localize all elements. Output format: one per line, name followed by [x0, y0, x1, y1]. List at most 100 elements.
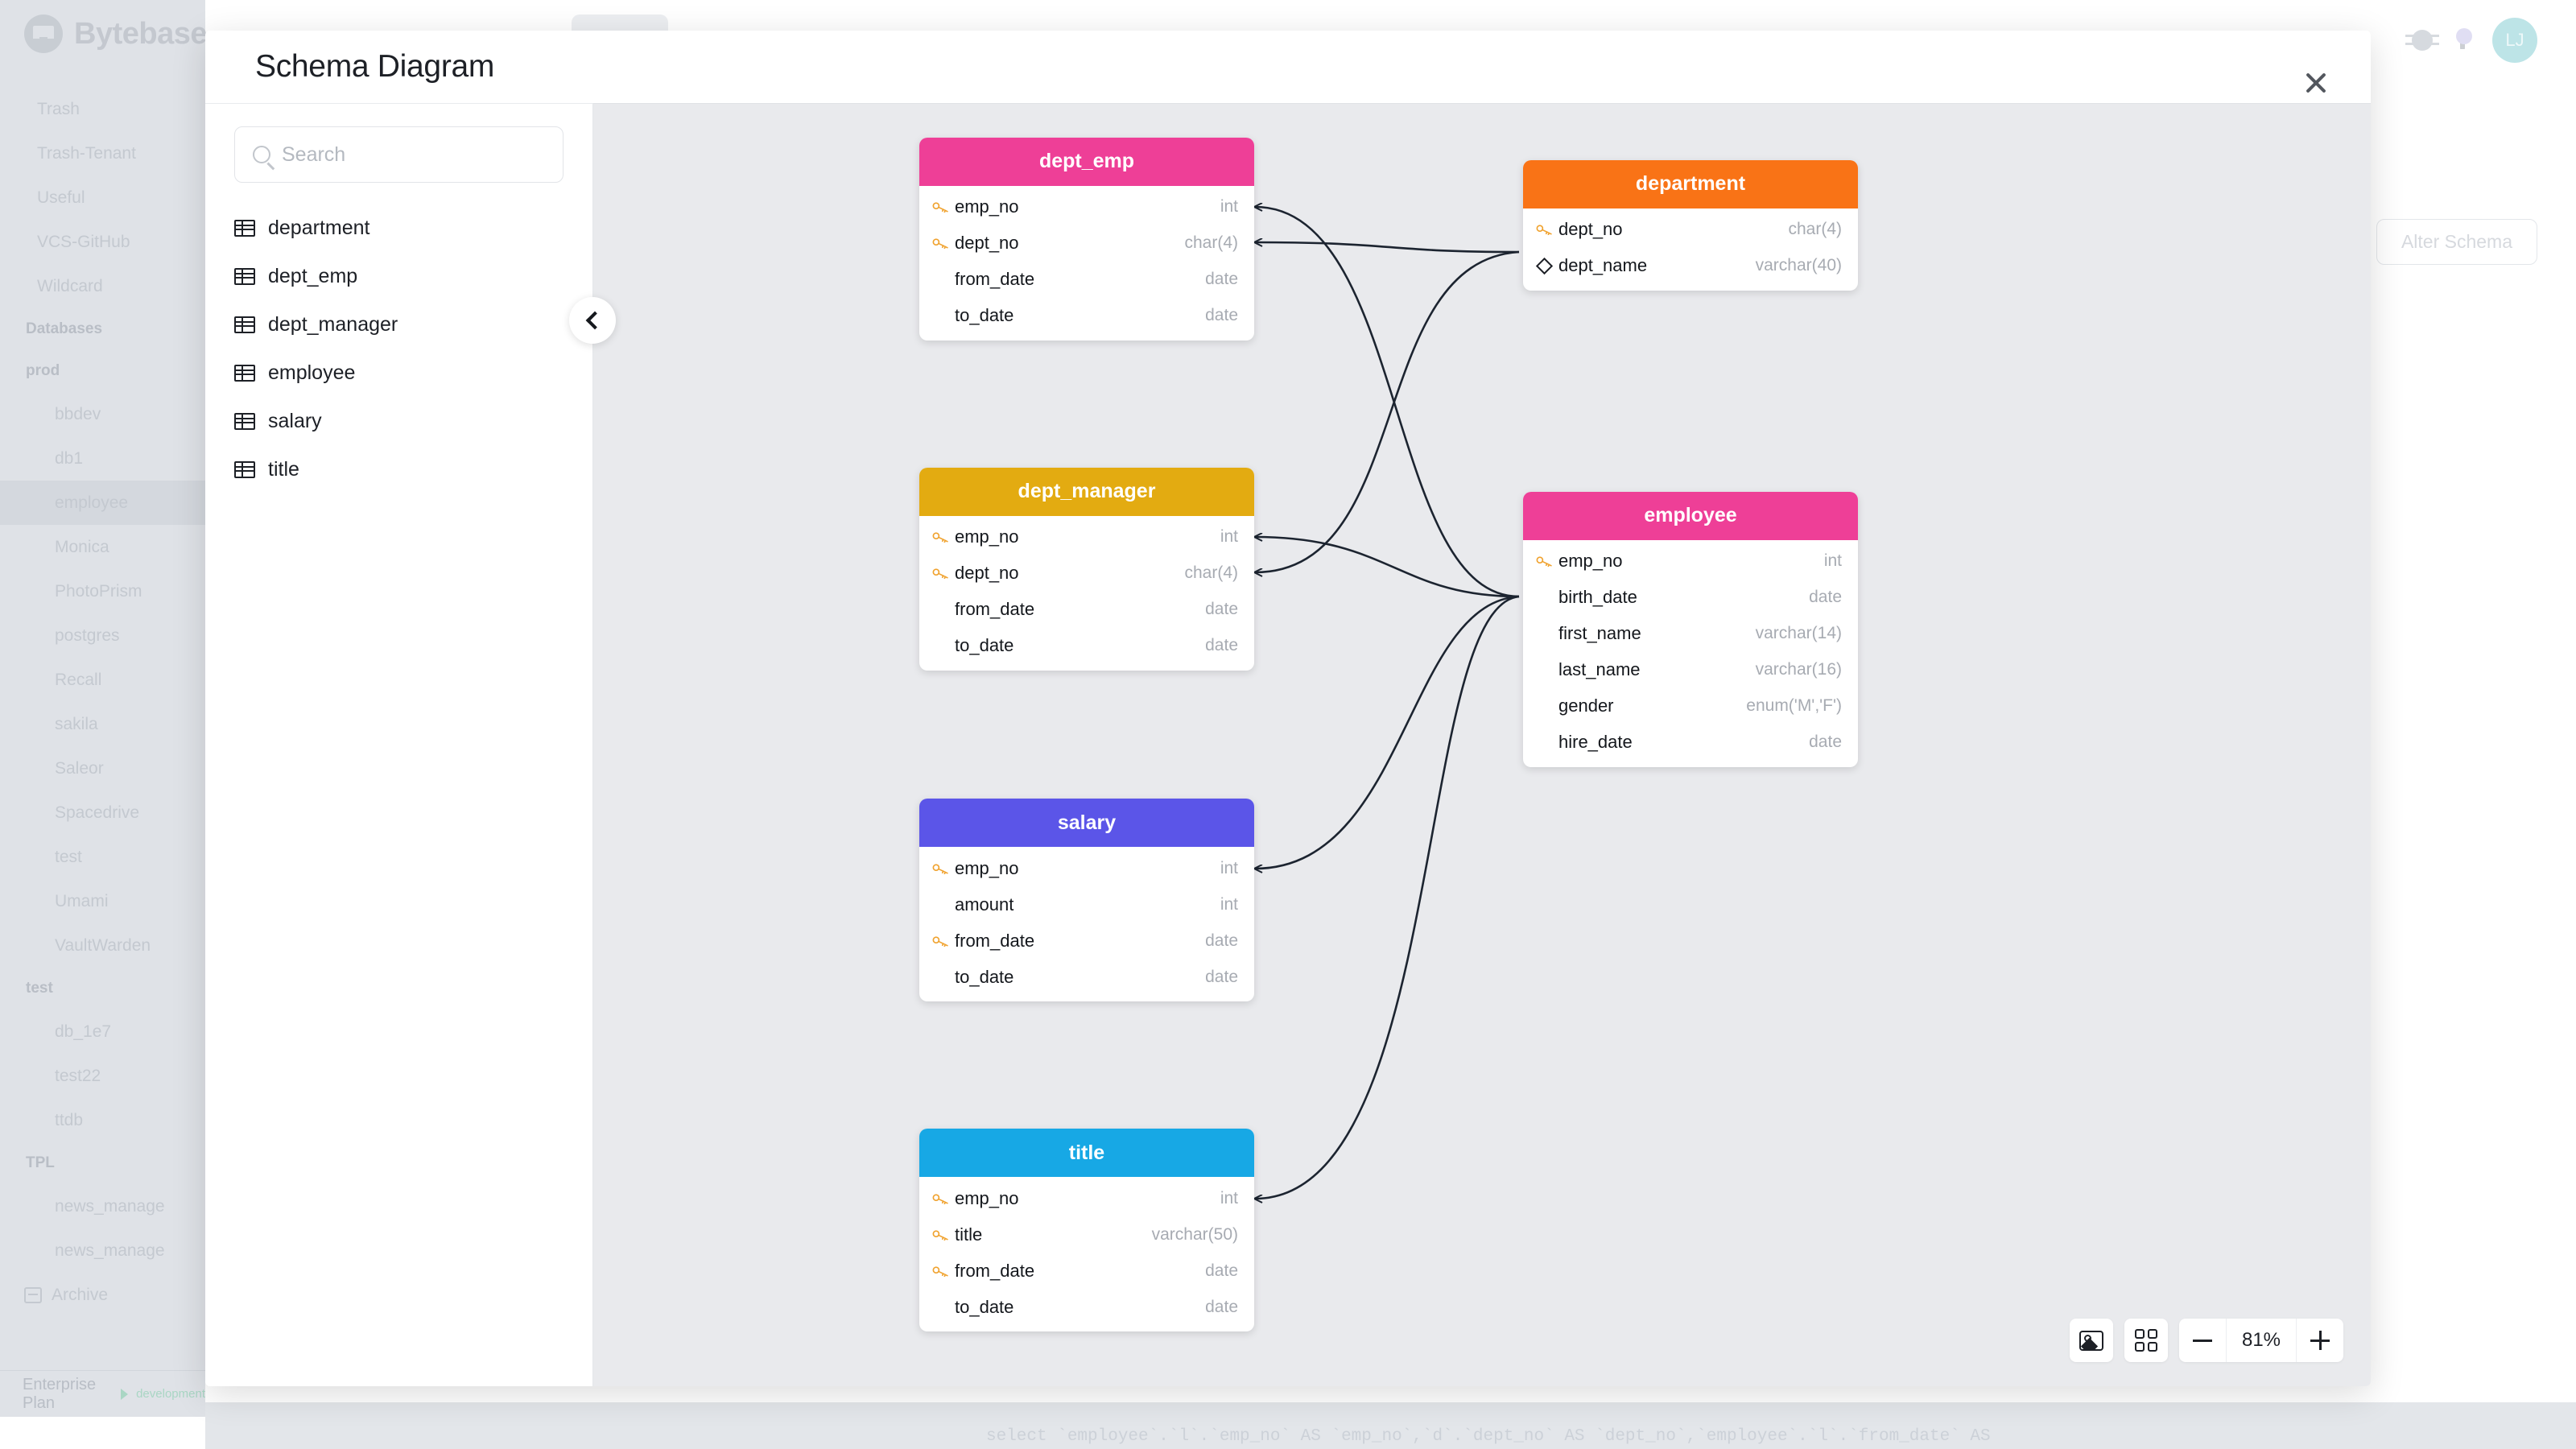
table-list-item-label: title — [268, 457, 299, 481]
column-name: dept_no — [955, 233, 1019, 254]
archive-icon — [24, 1286, 42, 1303]
close-icon[interactable] — [2300, 67, 2332, 99]
background-nav-label: Wildcard — [37, 276, 103, 295]
background-nav-label: db1 — [55, 448, 84, 468]
table-list-item[interactable]: employee — [234, 349, 564, 397]
background-nav-item: TPL — [0, 1142, 205, 1184]
column-name: title — [955, 1224, 983, 1245]
column-type: enum('M','F') — [1746, 696, 1842, 716]
background-nav-item: Recall — [0, 658, 205, 702]
table-node-header: dept_manager — [919, 467, 1254, 516]
background-nav-label: Trash — [37, 99, 80, 118]
column-type: int — [1220, 894, 1238, 914]
fit-view-button[interactable] — [2124, 1319, 2168, 1362]
column-type: int — [1823, 551, 1842, 571]
search-box[interactable] — [234, 126, 564, 183]
background-nav-label: TPL — [26, 1154, 55, 1171]
table-list-item[interactable]: title — [234, 445, 564, 493]
key-icon — [932, 1265, 955, 1277]
background-nav-label: bbdev — [55, 404, 101, 423]
table-list-item[interactable]: salary — [234, 397, 564, 445]
column-name: emp_no — [955, 196, 1019, 217]
background-nav-item: postgres — [0, 613, 205, 658]
background-nav-label: test22 — [55, 1066, 101, 1085]
search-icon — [253, 146, 270, 163]
column-name: birth_date — [1558, 587, 1637, 608]
column-type: date — [1205, 1261, 1238, 1280]
table-list-item[interactable]: dept_manager — [234, 300, 564, 349]
column-name: emp_no — [955, 1187, 1019, 1208]
background-nav-label: prod — [26, 362, 60, 379]
key-icon — [932, 935, 955, 947]
column-type: varchar(16) — [1755, 660, 1842, 679]
table-list-item[interactable]: department — [234, 204, 564, 252]
column-name: from_date — [955, 930, 1035, 951]
sql-preview-text: select `employee`.`l`.`emp_no` AS `emp_n… — [986, 1427, 1991, 1446]
table-icon — [234, 316, 255, 333]
column-type: int — [1220, 858, 1238, 877]
background-nav-item: Databases — [0, 308, 205, 350]
column-type: int — [1220, 197, 1238, 217]
environment-badge: development — [136, 1387, 205, 1401]
background-nav-label: PhotoPrism — [55, 581, 142, 601]
column-type: date — [1205, 270, 1238, 289]
bytebase-logo-icon — [24, 14, 63, 53]
column-name: to_date — [955, 1296, 1014, 1317]
background-nav-item: PhotoPrism — [0, 569, 205, 613]
search-input[interactable] — [282, 142, 545, 167]
table-node-header: title — [919, 1129, 1254, 1178]
collapse-panel-button[interactable] — [569, 297, 616, 344]
column-type: int — [1220, 527, 1238, 547]
avatar: LJ — [2492, 18, 2537, 63]
background-nav-item: Useful — [0, 175, 205, 220]
key-icon — [932, 237, 955, 250]
key-icon — [1536, 555, 1558, 568]
zoom-out-button[interactable] — [2179, 1319, 2226, 1362]
background-nav-item: Archive — [0, 1273, 205, 1317]
background-nav-item: Saleor — [0, 746, 205, 791]
background-nav-item: Trash-Tenant — [0, 131, 205, 175]
table-node-header: salary — [919, 799, 1254, 848]
table-icon — [234, 364, 255, 382]
background-nav-item: Wildcard — [0, 264, 205, 308]
zoom-in-button[interactable] — [2297, 1319, 2343, 1362]
zoom-level[interactable]: 81% — [2226, 1319, 2297, 1362]
background-nav-item: test — [0, 835, 205, 879]
column-name: dept_name — [1558, 255, 1648, 276]
page-title: Schema Diagram — [255, 49, 495, 84]
table-list-item[interactable]: dept_emp — [234, 252, 564, 300]
brand-name: Bytebase — [74, 16, 207, 51]
table-node-header: dept_emp — [919, 137, 1254, 186]
export-image-button[interactable] — [2070, 1319, 2113, 1362]
column-name: hire_date — [1558, 732, 1633, 753]
background-nav-label: Spacedrive — [55, 803, 140, 822]
column-name: first_name — [1558, 623, 1641, 644]
plan-label: Enterprise Plan — [23, 1375, 97, 1412]
column-type: varchar(50) — [1151, 1224, 1238, 1244]
background-nav-item: ttdb — [0, 1098, 205, 1142]
unique-index-icon — [1535, 257, 1554, 275]
column-name: dept_no — [955, 563, 1019, 584]
sql-preview-strip — [205, 1402, 2576, 1449]
table-list-item-label: employee — [268, 361, 356, 384]
background-nav-label: Monica — [55, 537, 109, 556]
